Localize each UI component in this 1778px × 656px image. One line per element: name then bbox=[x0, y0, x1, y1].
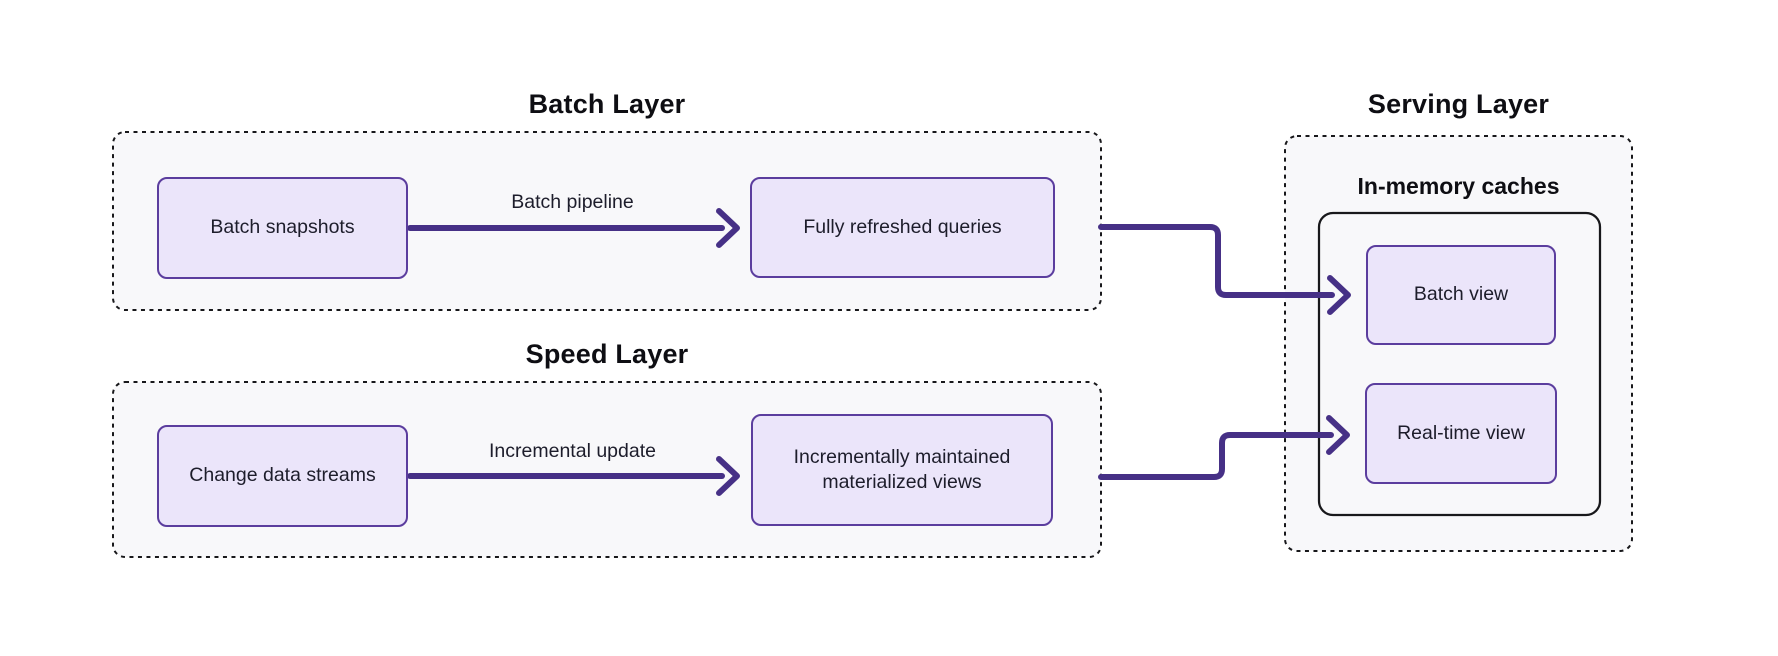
node-incrementally-maintained-views: Incrementally maintained materialized vi… bbox=[751, 414, 1053, 526]
node-batch-snapshots: Batch snapshots bbox=[157, 177, 408, 279]
batch-to-batch-view-connector bbox=[1098, 224, 1335, 298]
node-fully-refreshed-queries: Fully refreshed queries bbox=[750, 177, 1055, 278]
batch-layer-title: Batch Layer bbox=[528, 89, 686, 119]
batch-pipeline-arrowhead-icon bbox=[716, 208, 740, 248]
realtime-view-arrowhead-icon bbox=[1326, 415, 1350, 455]
speed-to-realtime-view-connector bbox=[1098, 432, 1334, 480]
node-change-data-streams: Change data streams bbox=[157, 425, 408, 527]
in-memory-caches-label: In-memory caches bbox=[1357, 173, 1560, 199]
incremental-update-arrowhead-icon bbox=[716, 456, 740, 496]
serving-layer-title: Serving Layer bbox=[1367, 89, 1550, 119]
batch-view-arrowhead-icon bbox=[1327, 275, 1351, 315]
node-real-time-view: Real-time view bbox=[1365, 383, 1557, 484]
speed-layer-title: Speed Layer bbox=[525, 339, 689, 369]
incremental-update-label: Incremental update bbox=[489, 440, 656, 462]
batch-pipeline-label: Batch pipeline bbox=[511, 191, 634, 213]
node-batch-view: Batch view bbox=[1366, 245, 1556, 345]
